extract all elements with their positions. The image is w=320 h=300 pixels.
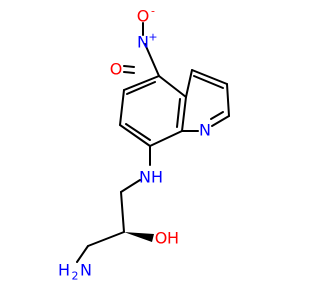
bond-c7-c8-inner (125, 123, 151, 141)
bond-c4a-c4 (185, 69, 193, 98)
svg-text:O: O (110, 60, 123, 79)
svg-text:2: 2 (72, 270, 79, 283)
bond-c3-c2 (226, 83, 230, 117)
bond-c5-n-nitro (144, 43, 160, 77)
atom-n-primary: H 2 N (58, 261, 92, 283)
svg-text:N: N (80, 261, 92, 280)
bond-choh-ch2 (87, 231, 125, 247)
svg-text:-: - (151, 5, 155, 18)
svg-text:H: H (167, 229, 179, 248)
bond-c8a-c4a-inner (176, 98, 181, 128)
bond-layer (76, 22, 230, 263)
svg-text:O: O (137, 7, 150, 26)
atom-n-amine: N H (139, 168, 163, 187)
bond-c6-c7 (119, 89, 125, 126)
atom-o-left: O (110, 60, 123, 79)
bond-n-o-left-1 (123, 65, 135, 68)
bond-c7-c8 (119, 124, 151, 147)
atom-n-nitro: N + (137, 31, 158, 52)
bond-c8-c8a (149, 130, 183, 147)
bond-ch2-nh2 (76, 245, 89, 263)
atom-n-ring: N (199, 121, 211, 140)
svg-text:O: O (155, 229, 168, 248)
bond-nh-ch2 (120, 179, 141, 193)
bond-c4a-c5 (158, 75, 187, 98)
molecule-structure: O - N + O N N H O H H 2 N (58, 5, 230, 283)
svg-text:H: H (151, 168, 163, 187)
bond-c5-c6 (123, 75, 160, 91)
bond-ch2-choh (120, 191, 125, 233)
bond-c8a-c4a (181, 96, 187, 132)
svg-text:H: H (58, 261, 70, 280)
bond-c2-n1-inner (210, 111, 224, 120)
wedge-bond-oh (124, 232, 154, 242)
bond-c2-n1 (211, 115, 230, 127)
svg-text:N: N (199, 121, 211, 140)
svg-text:+: + (148, 31, 157, 44)
atom-o-hydroxyl: O H (155, 229, 179, 248)
svg-text:N: N (137, 33, 149, 52)
bond-c4-c3 (191, 69, 228, 85)
bond-c5-c6-inner (126, 81, 156, 95)
atom-o-top: O - (137, 5, 155, 26)
svg-text:N: N (139, 168, 151, 187)
bond-n-o-left-2 (123, 71, 135, 74)
bond-c4-c3-inner (193, 75, 224, 89)
